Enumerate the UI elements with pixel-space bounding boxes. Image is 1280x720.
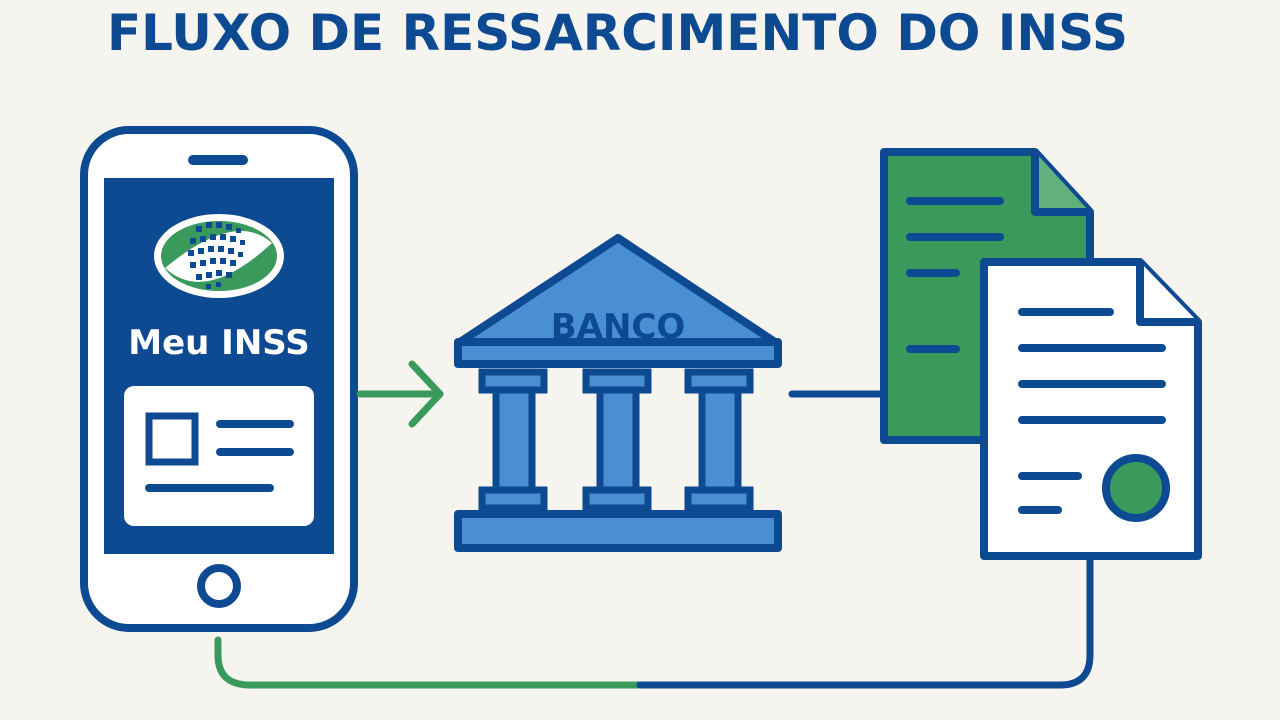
document-stack-icon	[880, 148, 1202, 560]
inss-logo	[154, 214, 284, 298]
page-title: FLUXO DE RESSARCIMENTO DO INSS	[107, 4, 1128, 62]
arrow-right-icon	[356, 360, 444, 428]
app-name-label: Meu INSS	[128, 323, 310, 363]
bank-columns	[478, 368, 754, 512]
certificate-document-icon	[980, 258, 1202, 560]
bank-label: BANCO	[551, 307, 686, 347]
seal-icon	[1102, 454, 1170, 522]
smartphone-icon: Meu INSS	[80, 126, 358, 632]
id-card-icon	[124, 386, 314, 526]
return-connector	[214, 556, 1094, 689]
bank-building-icon: BANCO	[454, 234, 782, 552]
